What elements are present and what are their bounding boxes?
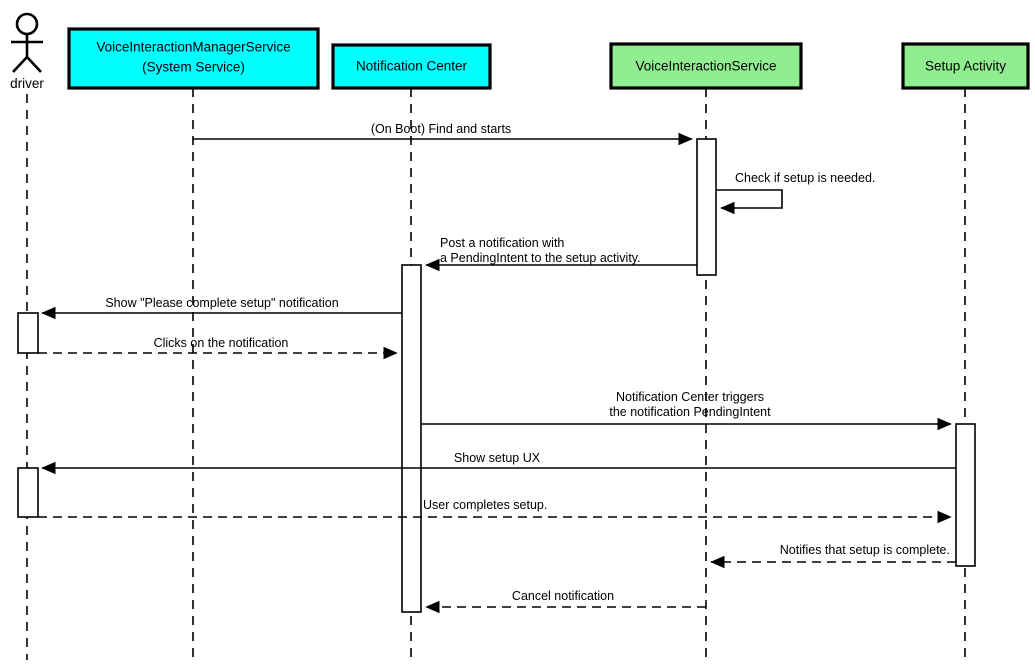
participant-label-setup-activity: Setup Activity bbox=[925, 59, 1006, 74]
participant-notification-center[interactable]: Notification Center bbox=[331, 43, 492, 90]
message-label-notification-center-triggers-pendingintent-line2: the notification PendingIntent bbox=[609, 405, 771, 419]
message-post-a-notification[interactable]: Post a notification with a PendingIntent… bbox=[425, 236, 697, 272]
participant-label-notification-center: Notification Center bbox=[356, 59, 468, 74]
participant-label-voiceinteractionservice: VoiceInteractionService bbox=[635, 59, 776, 74]
activation-bar-voiceinteractionservice bbox=[696, 138, 717, 276]
message-label-check-if-setup-is-needed: Check if setup is needed. bbox=[735, 171, 875, 185]
participant-label-driver: driver bbox=[10, 76, 44, 91]
message-show-please-complete-setup-notification[interactable]: Show "Please complete setup" notificatio… bbox=[41, 296, 402, 320]
participant-voiceinteractionservice[interactable]: VoiceInteractionService bbox=[609, 42, 803, 90]
message-cancel-notification[interactable]: Cancel notification bbox=[425, 589, 706, 614]
message-label-post-a-notification-line1: Post a notification with bbox=[440, 236, 564, 250]
message-arrow-check-if-setup-is-needed bbox=[716, 189, 783, 215]
message-check-if-setup-is-needed[interactable]: Check if setup is needed. bbox=[716, 171, 875, 215]
activation-bars-group bbox=[17, 138, 976, 613]
message-clicks-on-the-notification[interactable]: Clicks on the notification bbox=[38, 336, 398, 360]
participant-voiceinteractionmanagerservice[interactable]: VoiceInteractionManagerService (System S… bbox=[67, 27, 320, 90]
activation-bar-setup-activity bbox=[955, 423, 976, 567]
message-on-boot-find-and-starts[interactable]: (On Boot) Find and starts bbox=[193, 122, 693, 146]
message-label-show-please-complete-setup-notification: Show "Please complete setup" notificatio… bbox=[105, 296, 338, 310]
lifelines-group bbox=[26, 88, 966, 660]
message-label-on-boot-find-and-starts: (On Boot) Find and starts bbox=[371, 122, 511, 136]
participant-setup-activity[interactable]: Setup Activity bbox=[901, 42, 1030, 90]
participant-box-voiceinteractionservice bbox=[609, 42, 803, 90]
message-user-completes-setup[interactable]: User completes setup. bbox=[38, 498, 952, 524]
message-show-setup-ux[interactable]: Show setup UX bbox=[41, 451, 956, 475]
actor-head-icon bbox=[15, 12, 39, 36]
actor-leg-left-icon bbox=[12, 56, 28, 73]
message-notifies-that-setup-is-complete[interactable]: Notifies that setup is complete. bbox=[710, 543, 956, 569]
participant-box-voiceinteractionmanagerservice bbox=[67, 27, 320, 90]
actor-leg-right-icon bbox=[26, 56, 42, 73]
participant-driver[interactable]: driver bbox=[10, 12, 44, 91]
message-label-user-completes-setup: User completes setup. bbox=[423, 498, 547, 512]
message-label-clicks-on-the-notification: Clicks on the notification bbox=[154, 336, 289, 350]
message-notification-center-triggers-pendingintent[interactable]: Notification Center triggers the notific… bbox=[421, 390, 952, 431]
activation-bar-notification-center bbox=[401, 264, 422, 613]
participant-box-setup-activity bbox=[901, 42, 1030, 90]
participant-box-notification-center bbox=[331, 43, 492, 90]
message-label-notifies-that-setup-is-complete: Notifies that setup is complete. bbox=[780, 543, 950, 557]
activation-bar-driver-1 bbox=[17, 312, 39, 354]
participant-label-voiceinteractionmanagerservice-line1: VoiceInteractionManagerService bbox=[96, 40, 290, 55]
message-label-cancel-notification: Cancel notification bbox=[512, 589, 614, 603]
message-label-notification-center-triggers-pendingintent-line1: Notification Center triggers bbox=[616, 390, 764, 404]
message-label-post-a-notification-line2: a PendingIntent to the setup activity. bbox=[440, 251, 641, 265]
participant-label-voiceinteractionmanagerservice-line2: (System Service) bbox=[142, 60, 245, 75]
activation-bar-driver-2 bbox=[17, 467, 39, 518]
message-label-show-setup-ux: Show setup UX bbox=[454, 451, 541, 465]
